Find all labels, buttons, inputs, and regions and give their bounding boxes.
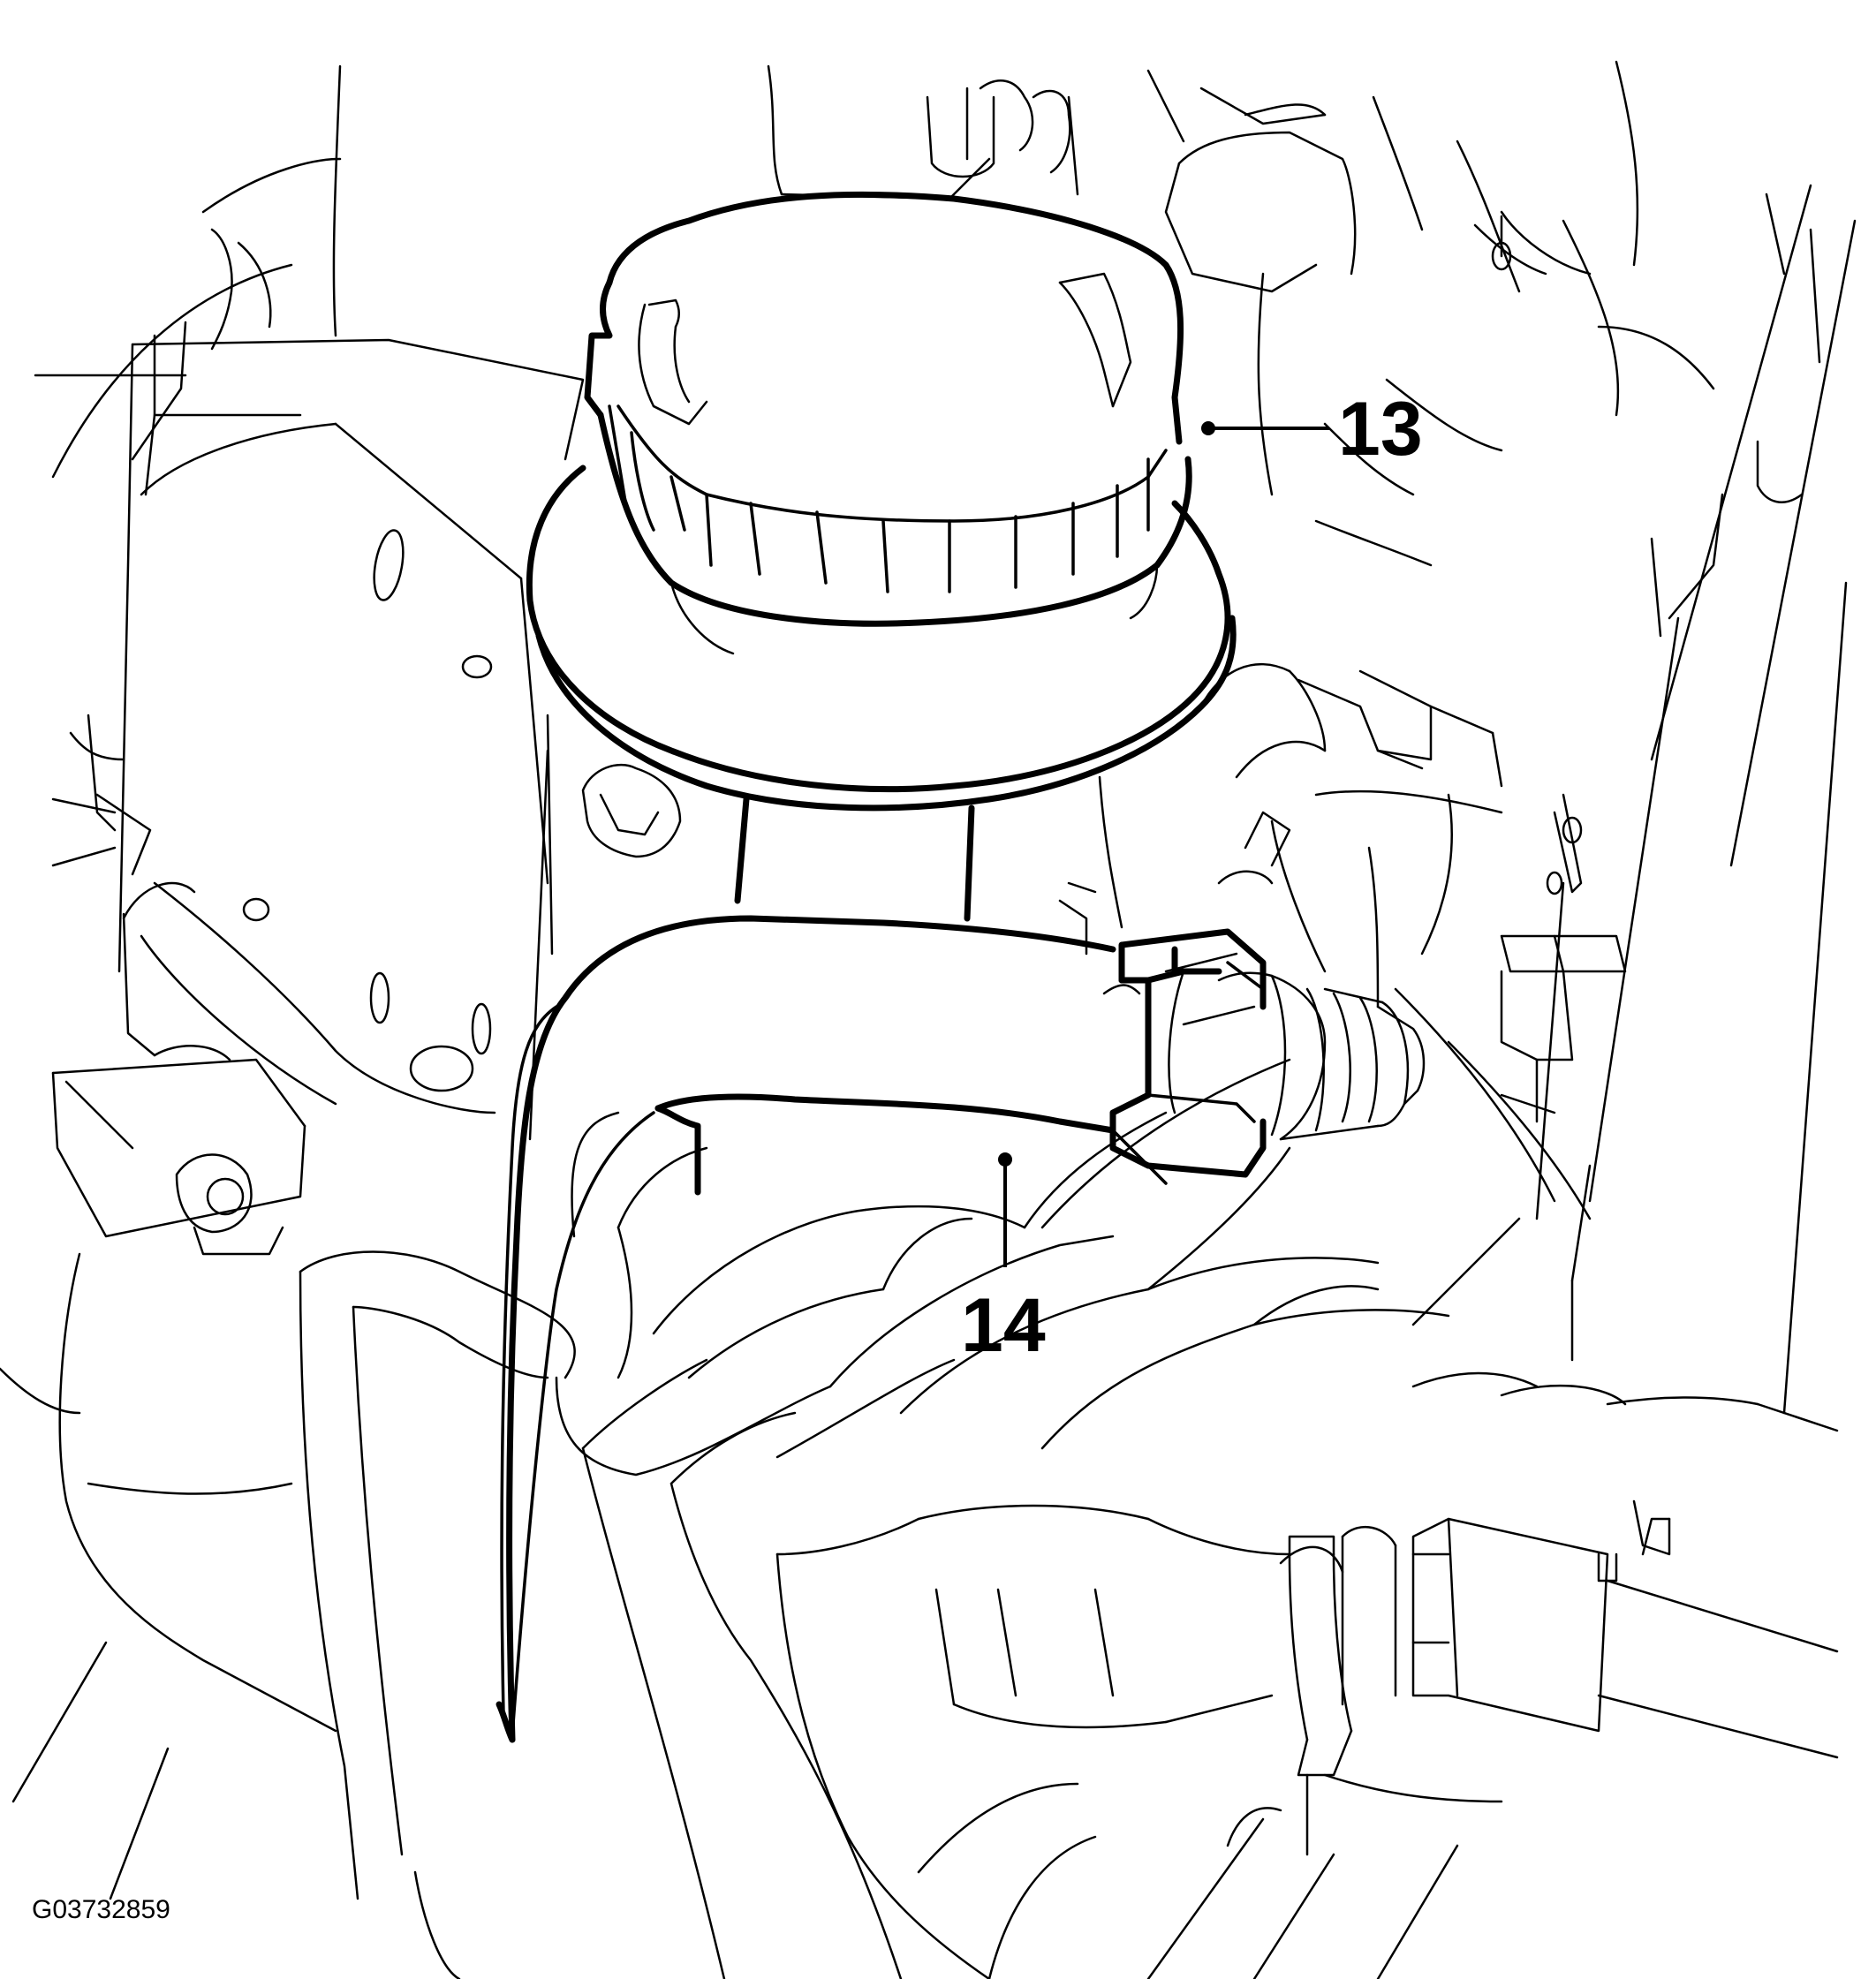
figure-code: G03732859 [32, 1895, 170, 1924]
background-components [0, 60, 1857, 1979]
hose-clamp-assembly [495, 915, 1426, 1743]
callout-13-label: 13 [1338, 387, 1423, 472]
reservoir-cap [526, 191, 1237, 956]
callout-leaders [998, 421, 1329, 1267]
callout-14-label: 14 [961, 1283, 1046, 1368]
